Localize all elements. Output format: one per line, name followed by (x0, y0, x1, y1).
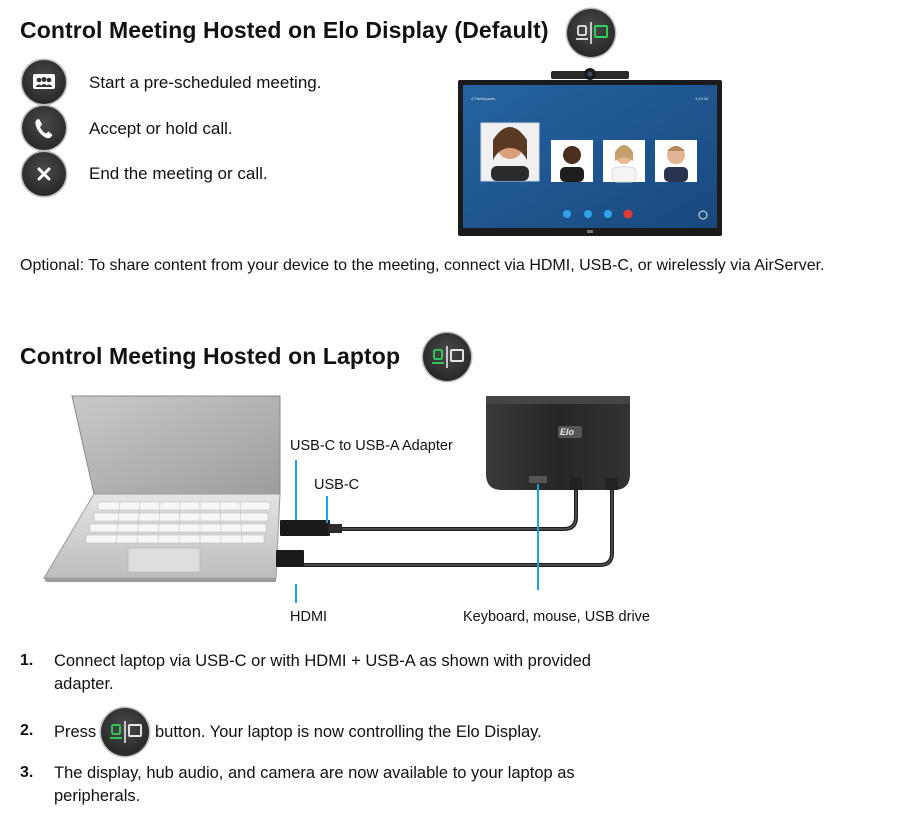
accept-call-button[interactable] (22, 106, 66, 150)
step-2-rest: button. Your laptop is now controlling t… (155, 723, 542, 741)
laptop-mode-button[interactable] (423, 333, 471, 381)
step-1-text: Connect laptop via USB-C or with HDMI + … (54, 650, 591, 696)
display-mode-button[interactable] (567, 9, 615, 57)
accept-call-text: Accept or hold call. (89, 119, 233, 138)
calendar-people-icon (33, 74, 55, 89)
section-title-laptop: Control Meeting Hosted on Laptop (20, 343, 401, 369)
step-1-number: 1. (20, 652, 34, 669)
start-meeting-button[interactable] (22, 60, 66, 104)
start-meeting-text: Start a pre-scheduled meeting. (89, 73, 322, 92)
display-mode-icon (576, 22, 608, 44)
usbc-label: USB-C (314, 477, 360, 493)
end-call-button[interactable] (22, 152, 66, 196)
step-1-line-2: adapter. (54, 675, 114, 693)
hdmi-label: HDMI (290, 609, 328, 625)
laptop-hub-diagram: Elo (40, 390, 660, 590)
optional-note: Optional: To share content from your dev… (20, 257, 825, 274)
step-3-number: 3. (20, 764, 34, 781)
step-2-laptop-mode-icon (101, 708, 149, 756)
laptop-mode-icon (432, 346, 464, 368)
hdmi-pointer (295, 585, 297, 603)
step-1-line-1: Connect laptop via USB-C or with HDMI + … (54, 652, 591, 670)
hub-logo: Elo (560, 427, 575, 437)
step-3-line-2: peripherals. (54, 787, 141, 805)
close-icon (37, 167, 51, 181)
end-call-text: End the meeting or call. (89, 164, 268, 183)
step-3-text: The display, hub audio, and camera are n… (54, 762, 575, 808)
screen-timer-label: 1:13:20 (695, 96, 709, 101)
step-2-number: 2. (20, 722, 34, 739)
elo-display-illustration: 4 Participants 1:13:20 (457, 66, 723, 238)
peripherals-label: Keyboard, mouse, USB drive (463, 609, 650, 625)
screen-participants-label: 4 Participants (471, 96, 496, 101)
phone-icon (35, 119, 53, 139)
step-2-press: Press (54, 723, 97, 741)
step-3-line-1: The display, hub audio, and camera are n… (54, 764, 575, 782)
section-title-elo-display: Control Meeting Hosted on Elo Display (D… (20, 17, 549, 43)
usb-adapter-label: USB-C to USB-A Adapter (290, 438, 453, 454)
